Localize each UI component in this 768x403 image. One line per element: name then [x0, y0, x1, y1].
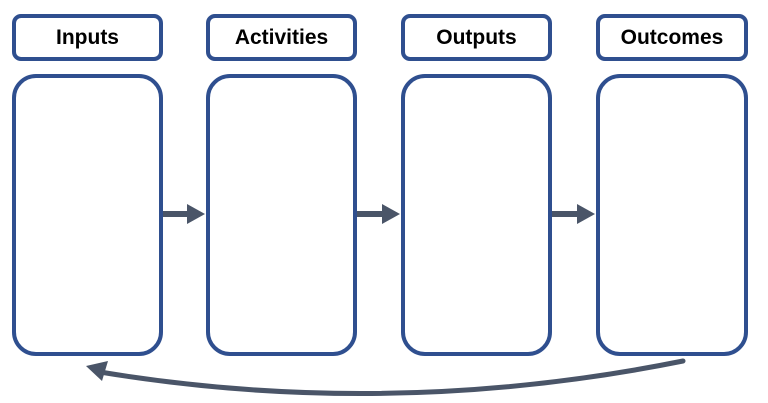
arrow-activities-to-outputs — [357, 204, 400, 224]
stage-title-inputs: Inputs — [12, 14, 163, 61]
stage-title-outputs: Outputs — [401, 14, 552, 61]
arrow-outputs-to-outcomes — [552, 204, 595, 224]
stage-box-inputs — [12, 74, 163, 356]
stage-title-activities: Activities — [206, 14, 357, 61]
stage-box-outputs — [401, 74, 552, 356]
stage-box-outcomes — [596, 74, 748, 356]
stage-title-outcomes: Outcomes — [596, 14, 748, 61]
stage-box-activities — [206, 74, 357, 356]
feedback-arrow-outcomes-to-inputs — [86, 358, 686, 397]
arrow-inputs-to-activities — [163, 204, 205, 224]
